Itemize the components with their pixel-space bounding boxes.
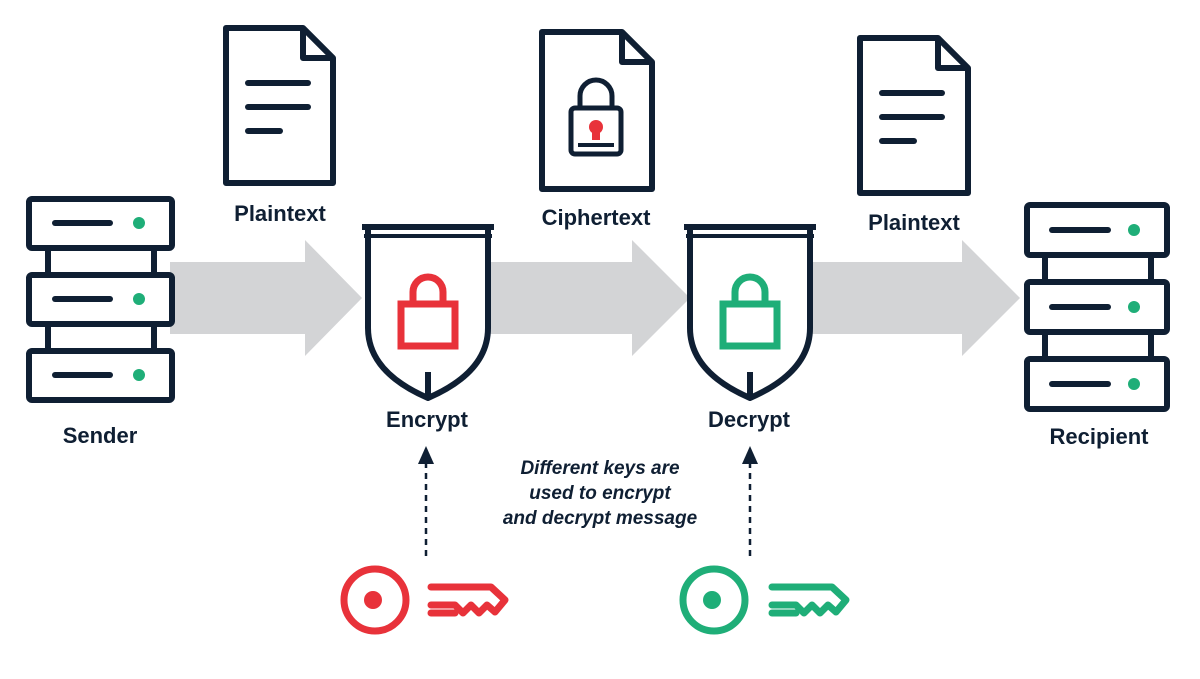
recipient-server-icon <box>1024 202 1170 412</box>
encrypt-key-icon <box>340 565 509 635</box>
recipient-label: Recipient <box>1049 424 1149 449</box>
decrypt-label: Decrypt <box>708 407 790 432</box>
encrypt-padlock-icon <box>409 273 447 306</box>
flow-arrow-decrypt-to-recipient <box>812 240 1020 356</box>
sender-server-icon <box>26 196 175 403</box>
flow-arrow-sender-to-encrypt <box>170 240 362 356</box>
encrypt-key-arrow <box>418 446 434 556</box>
keys-note-line-1: Different keys are <box>520 458 680 479</box>
decrypt-key-arrow <box>742 446 758 556</box>
keys-note-line-3: and decrypt message <box>502 508 698 529</box>
sender-label: Sender <box>62 423 138 448</box>
flow-arrow-encrypt-to-decrypt <box>488 240 690 356</box>
encrypt-label: Encrypt <box>386 407 468 432</box>
padlock-icon <box>577 77 615 110</box>
decrypt-shield-icon <box>684 224 816 401</box>
ciphertext-label: Ciphertext <box>541 205 651 230</box>
keys-note: Different keys are used to encrypt and d… <box>470 456 730 531</box>
plaintext-document-icon <box>223 25 336 186</box>
keys-note-line-2: used to encrypt <box>529 483 671 504</box>
flow-arrows <box>170 240 1020 356</box>
plaintext-label-right: Plaintext <box>868 210 960 235</box>
decrypt-key-icon <box>679 565 850 635</box>
ciphertext-document-icon <box>539 29 655 192</box>
encrypt-shield-icon <box>362 224 494 401</box>
plaintext-document-icon-right <box>857 35 971 196</box>
plaintext-label-left: Plaintext <box>234 201 326 226</box>
decrypt-padlock-icon <box>731 273 769 306</box>
